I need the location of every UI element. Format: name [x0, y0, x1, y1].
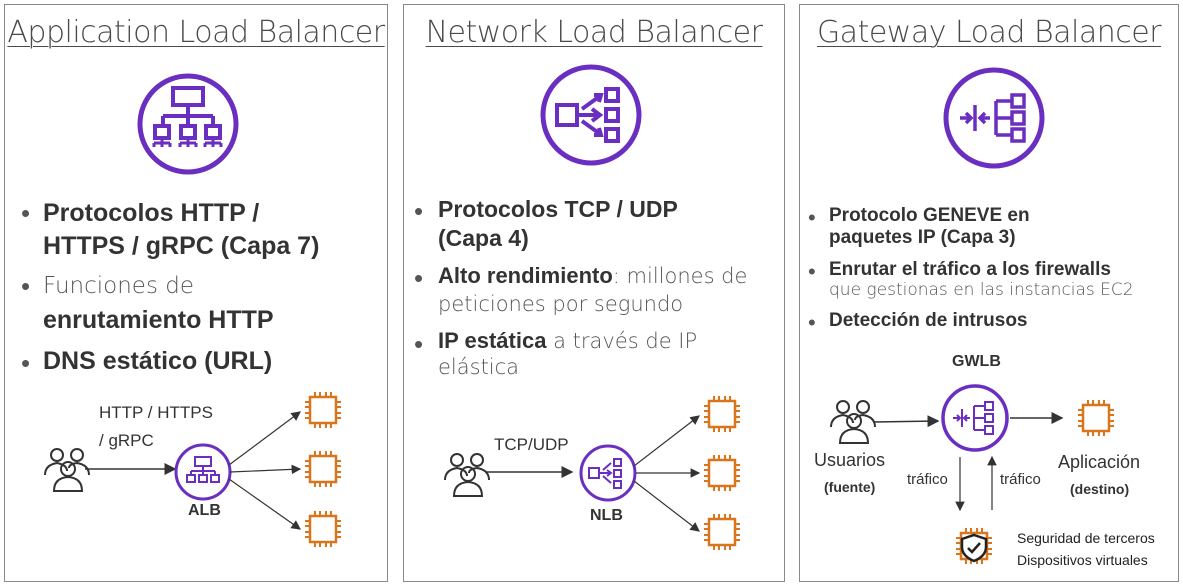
gwlb-security-line2: Dispositivos virtuales [1017, 552, 1148, 568]
alb-bullet-3: DNS estático (URL) [43, 347, 273, 375]
nlb-bullet-2-rest: : millones de [612, 264, 748, 288]
nlb-node-icon [579, 444, 637, 502]
ec2-instance-icon [704, 455, 740, 491]
ec2-instance-icon [305, 392, 341, 428]
alb-bullet-2-line1: Funciones de [43, 273, 195, 299]
nlb-bullet-1-dot: • [414, 196, 424, 226]
gwlb-node-label: GWLB [952, 353, 1001, 370]
alb-bullet-3-dot: • [21, 348, 31, 378]
alb-node-label: ALB [188, 502, 221, 519]
alb-bullet-1-line2: HTTPS / gRPC (Capa 7) [43, 232, 320, 260]
nlb-bullet-1-line2: (Capa 4) [438, 225, 529, 251]
nlb-bullet-2: Alto rendimiento: millones de peticiones… [438, 262, 747, 318]
alb-bullet-2-line2: enrutamiento HTTP [43, 306, 274, 334]
gwlb-node-icon [941, 384, 1009, 452]
alb-bullet-1: Protocolos HTTP / HTTPS / gRPC (Capa 7) [43, 197, 319, 263]
gwlb-bullet-2-dot: • [808, 259, 816, 284]
alb-bullet-2: Funciones de enrutamiento HTTP [43, 269, 274, 337]
alb-users-icon [44, 448, 90, 492]
alb-bullet-1-line1: Protocolos HTTP / [43, 199, 260, 227]
alb-bullet-1-dot: • [21, 198, 31, 228]
alb-title: Application Load Balancer [7, 15, 385, 50]
gwlb-traffic-up-label: tráfico [1000, 471, 1041, 488]
alb-bullet-2-dot: • [21, 271, 31, 301]
gwlb-users-label: Usuarios [814, 450, 886, 470]
nlb-edge-label: TCP/UDP [494, 435, 569, 454]
nlb-bullet-3: IP estática a través de IP elástica [438, 328, 697, 380]
gwlb-app-label: Aplicación [1058, 452, 1141, 472]
gwlb-bullet-2: Enrutar el tráfico a los firewalls que g… [829, 259, 1134, 301]
gwlb-panel: Gateway Load Balancer [799, 4, 1179, 582]
gwlb-bullet-1-line1: Protocolo GENEVE en [829, 205, 1030, 226]
gwlb-security-label: Seguridad de terceros Dispositivos virtu… [1017, 527, 1155, 571]
alb-diagram [44, 73, 341, 547]
gwlb-large-icon [943, 67, 1045, 169]
nlb-bullet-1: Protocolos TCP / UDP (Capa 4) [438, 195, 678, 253]
ec2-instance-icon [704, 514, 740, 550]
gwlb-app-sub: (destino) [1070, 481, 1130, 497]
gwlb-security-appliance-icon [956, 528, 992, 564]
gwlb-bullet-1-dot: • [808, 205, 816, 230]
alb-edge-label-1: HTTP / HTTPS [99, 403, 213, 422]
gwlb-security-line1: Seguridad de terceros [1017, 530, 1155, 546]
nlb-panel: Network Load Balancer [403, 4, 785, 582]
gwlb-bullet-1-line2: paquetes IP (Capa 3) [829, 227, 1016, 248]
gwlb-traffic-down-label: tráfico [907, 471, 948, 488]
gwlb-users-icon [830, 400, 876, 444]
gwlb-title: Gateway Load Balancer [816, 15, 1162, 50]
nlb-bullet-2-bold: Alto rendimiento [438, 263, 613, 288]
gwlb-bullet-3: Detección de intrusos [829, 310, 1028, 331]
nlb-node-label: NLB [590, 507, 623, 524]
nlb-bullet-2-line2: peticiones por segundo [438, 292, 684, 316]
alb-panel: Application Load Balancer [4, 4, 388, 582]
nlb-bullet-3-line2: elástica [438, 355, 520, 379]
ec2-instance-icon [1078, 400, 1114, 436]
ec2-instance-icon [305, 511, 341, 547]
ec2-instance-icon [305, 451, 341, 487]
gwlb-bullet-1: Protocolo GENEVE en paquetes IP (Capa 3) [829, 205, 1030, 249]
ec2-instance-icon [704, 396, 740, 432]
gwlb-users-sub: (fuente) [824, 479, 876, 495]
nlb-users-icon [444, 453, 490, 497]
nlb-bullet-3-bold: IP estática [438, 328, 547, 353]
gwlb-bullet-3-dot: • [808, 310, 816, 335]
nlb-large-icon [540, 64, 642, 166]
gwlb-diagram [830, 67, 1114, 564]
nlb-bullet-3-dot: • [414, 329, 424, 359]
alb-node-icon [174, 443, 232, 501]
gwlb-bullet-2-line2: que gestionas en las instancias EC2 [829, 280, 1134, 300]
nlb-bullet-3-rest: a través de IP [546, 329, 698, 353]
gwlb-bullet-2-line1: Enrutar el tráfico a los firewalls [829, 259, 1111, 280]
nlb-diagram [444, 64, 740, 550]
nlb-title: Network Load Balancer [425, 15, 763, 50]
nlb-bullet-2-dot: • [414, 263, 424, 293]
alb-edge-label-2: / gRPC [99, 431, 154, 450]
alb-large-icon [137, 73, 239, 175]
nlb-bullet-1-line1: Protocolos TCP / UDP [438, 196, 678, 222]
